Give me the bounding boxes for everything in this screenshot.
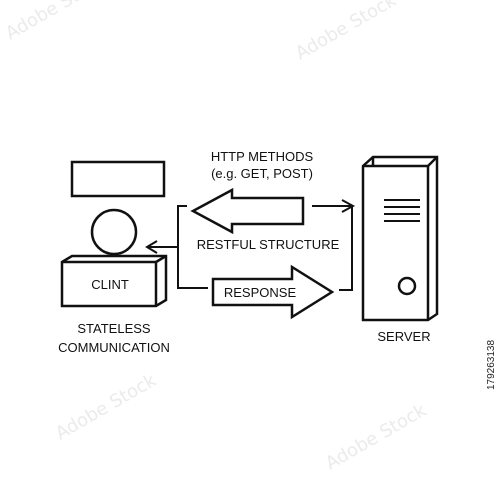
connectors (145, 199, 356, 291)
stateless-label-line1: STATELESS (77, 321, 151, 336)
stateless-label-line2: COMMUNICATION (58, 340, 170, 355)
client-label: CLINT (91, 277, 129, 292)
to-client-arrowhead (145, 240, 158, 254)
http-methods-line2: (e.g. GET, POST) (211, 166, 313, 181)
client-figure (60, 160, 168, 308)
client-monitor (70, 160, 166, 198)
client-desk (60, 254, 168, 308)
request-arrow (190, 187, 305, 235)
right-bracket (339, 206, 353, 291)
watermark-text: Adobe Stock (52, 370, 160, 445)
http-methods-line1: HTTP METHODS (211, 149, 314, 164)
stock-id: 179263138 (486, 340, 497, 390)
watermark-text: Adobe Stock (292, 0, 400, 64)
response-arrow (211, 264, 335, 320)
server-vents (384, 199, 420, 222)
restful-structure-label: RESTFUL STRUCTURE (197, 237, 340, 252)
watermark-text: Adobe Stock (322, 400, 430, 475)
server-label: SERVER (377, 329, 430, 344)
client-head (90, 208, 138, 256)
server-power-button (397, 276, 417, 296)
watermark-text: Adobe Stock (2, 0, 110, 44)
response-label: RESPONSE (224, 285, 297, 300)
server-tower (361, 155, 439, 322)
